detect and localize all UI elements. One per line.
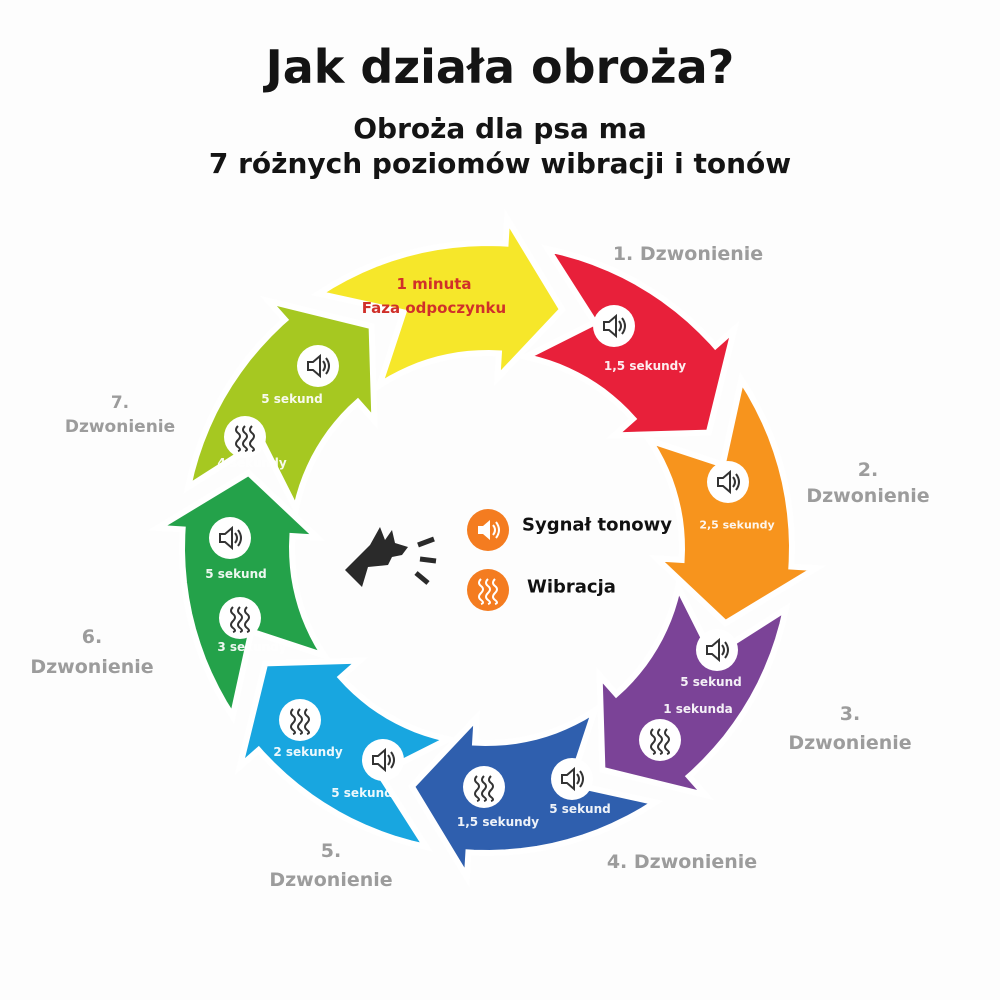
subtitle-line-1: Obroża dla psa ma — [353, 112, 647, 145]
barking-dog-icon — [345, 527, 437, 587]
legend-tone-icon — [467, 509, 509, 551]
stage-1-label: 1. Dzwonienie — [612, 243, 764, 265]
stage-4-vibration: 1,5 sekundy — [456, 815, 540, 829]
stage-1-tone: 1,5 sekundy — [603, 359, 687, 373]
legend-vibration-label: Wibracja — [527, 576, 616, 598]
stage-4-label: 4. Dzwonienie — [606, 851, 758, 873]
stage-6-label: Dzwonienie — [30, 656, 154, 678]
speaker-icon — [362, 739, 404, 781]
legend-vibration-icon — [467, 569, 509, 611]
stage-3-tone: 5 sekund — [680, 675, 742, 689]
stage-3-number: 3. — [839, 703, 861, 725]
vibration-icon — [463, 766, 505, 808]
stage-5-label: Dzwonienie — [269, 869, 393, 891]
vibration-icon — [224, 416, 266, 458]
stage-1-arrow — [516, 244, 740, 439]
stage-6-arrow — [147, 469, 332, 725]
stage-7-vibration: 4 sekundy — [217, 456, 287, 470]
speaker-icon — [209, 517, 251, 559]
stage-5-arrow — [234, 657, 458, 852]
speaker-icon — [593, 305, 635, 347]
speaker-icon — [551, 758, 593, 800]
vibration-icon — [279, 699, 321, 741]
stage-2-tone: 2,5 sekundy — [699, 518, 775, 532]
subtitle-line-2: 7 różnych poziomów wibracji i tonów — [208, 147, 792, 180]
stage-2-label: Dzwonienie — [806, 485, 930, 507]
stage-5-tone: 5 sekund — [331, 786, 393, 800]
legend-tone-label: Sygnał tonowy — [522, 514, 673, 536]
stage-5-number: 5. — [320, 840, 342, 862]
stage-3-arrow — [596, 577, 791, 801]
speaker-icon — [696, 629, 738, 671]
stage-3-label: Dzwonienie — [788, 732, 912, 754]
speaker-icon — [707, 461, 749, 503]
rest-label: Faza odpoczynku — [361, 299, 507, 317]
stage-7-tone: 5 sekund — [261, 392, 323, 406]
stage-3-vibration: 1 sekunda — [663, 702, 733, 716]
page-title: Jak działa obroża? — [265, 40, 735, 94]
stage-7-number: 7. — [110, 393, 130, 413]
speaker-icon — [297, 345, 339, 387]
stage-6-number: 6. — [81, 626, 103, 648]
stage-7-label: Dzwonienie — [64, 417, 176, 437]
rest-arrow — [310, 208, 566, 393]
stage-5-vibration: 2 sekundy — [273, 745, 343, 759]
stage-6-tone: 5 sekund — [205, 567, 267, 581]
stage-2-number: 2. — [857, 459, 879, 481]
stage-6-vibration: 3 sekundy — [217, 640, 287, 654]
vibration-icon — [219, 597, 261, 639]
vibration-icon — [639, 719, 681, 761]
stage-4-tone: 5 sekund — [549, 802, 611, 816]
stage-4-arrow — [408, 703, 664, 888]
rest-duration: 1 minuta — [396, 275, 472, 293]
